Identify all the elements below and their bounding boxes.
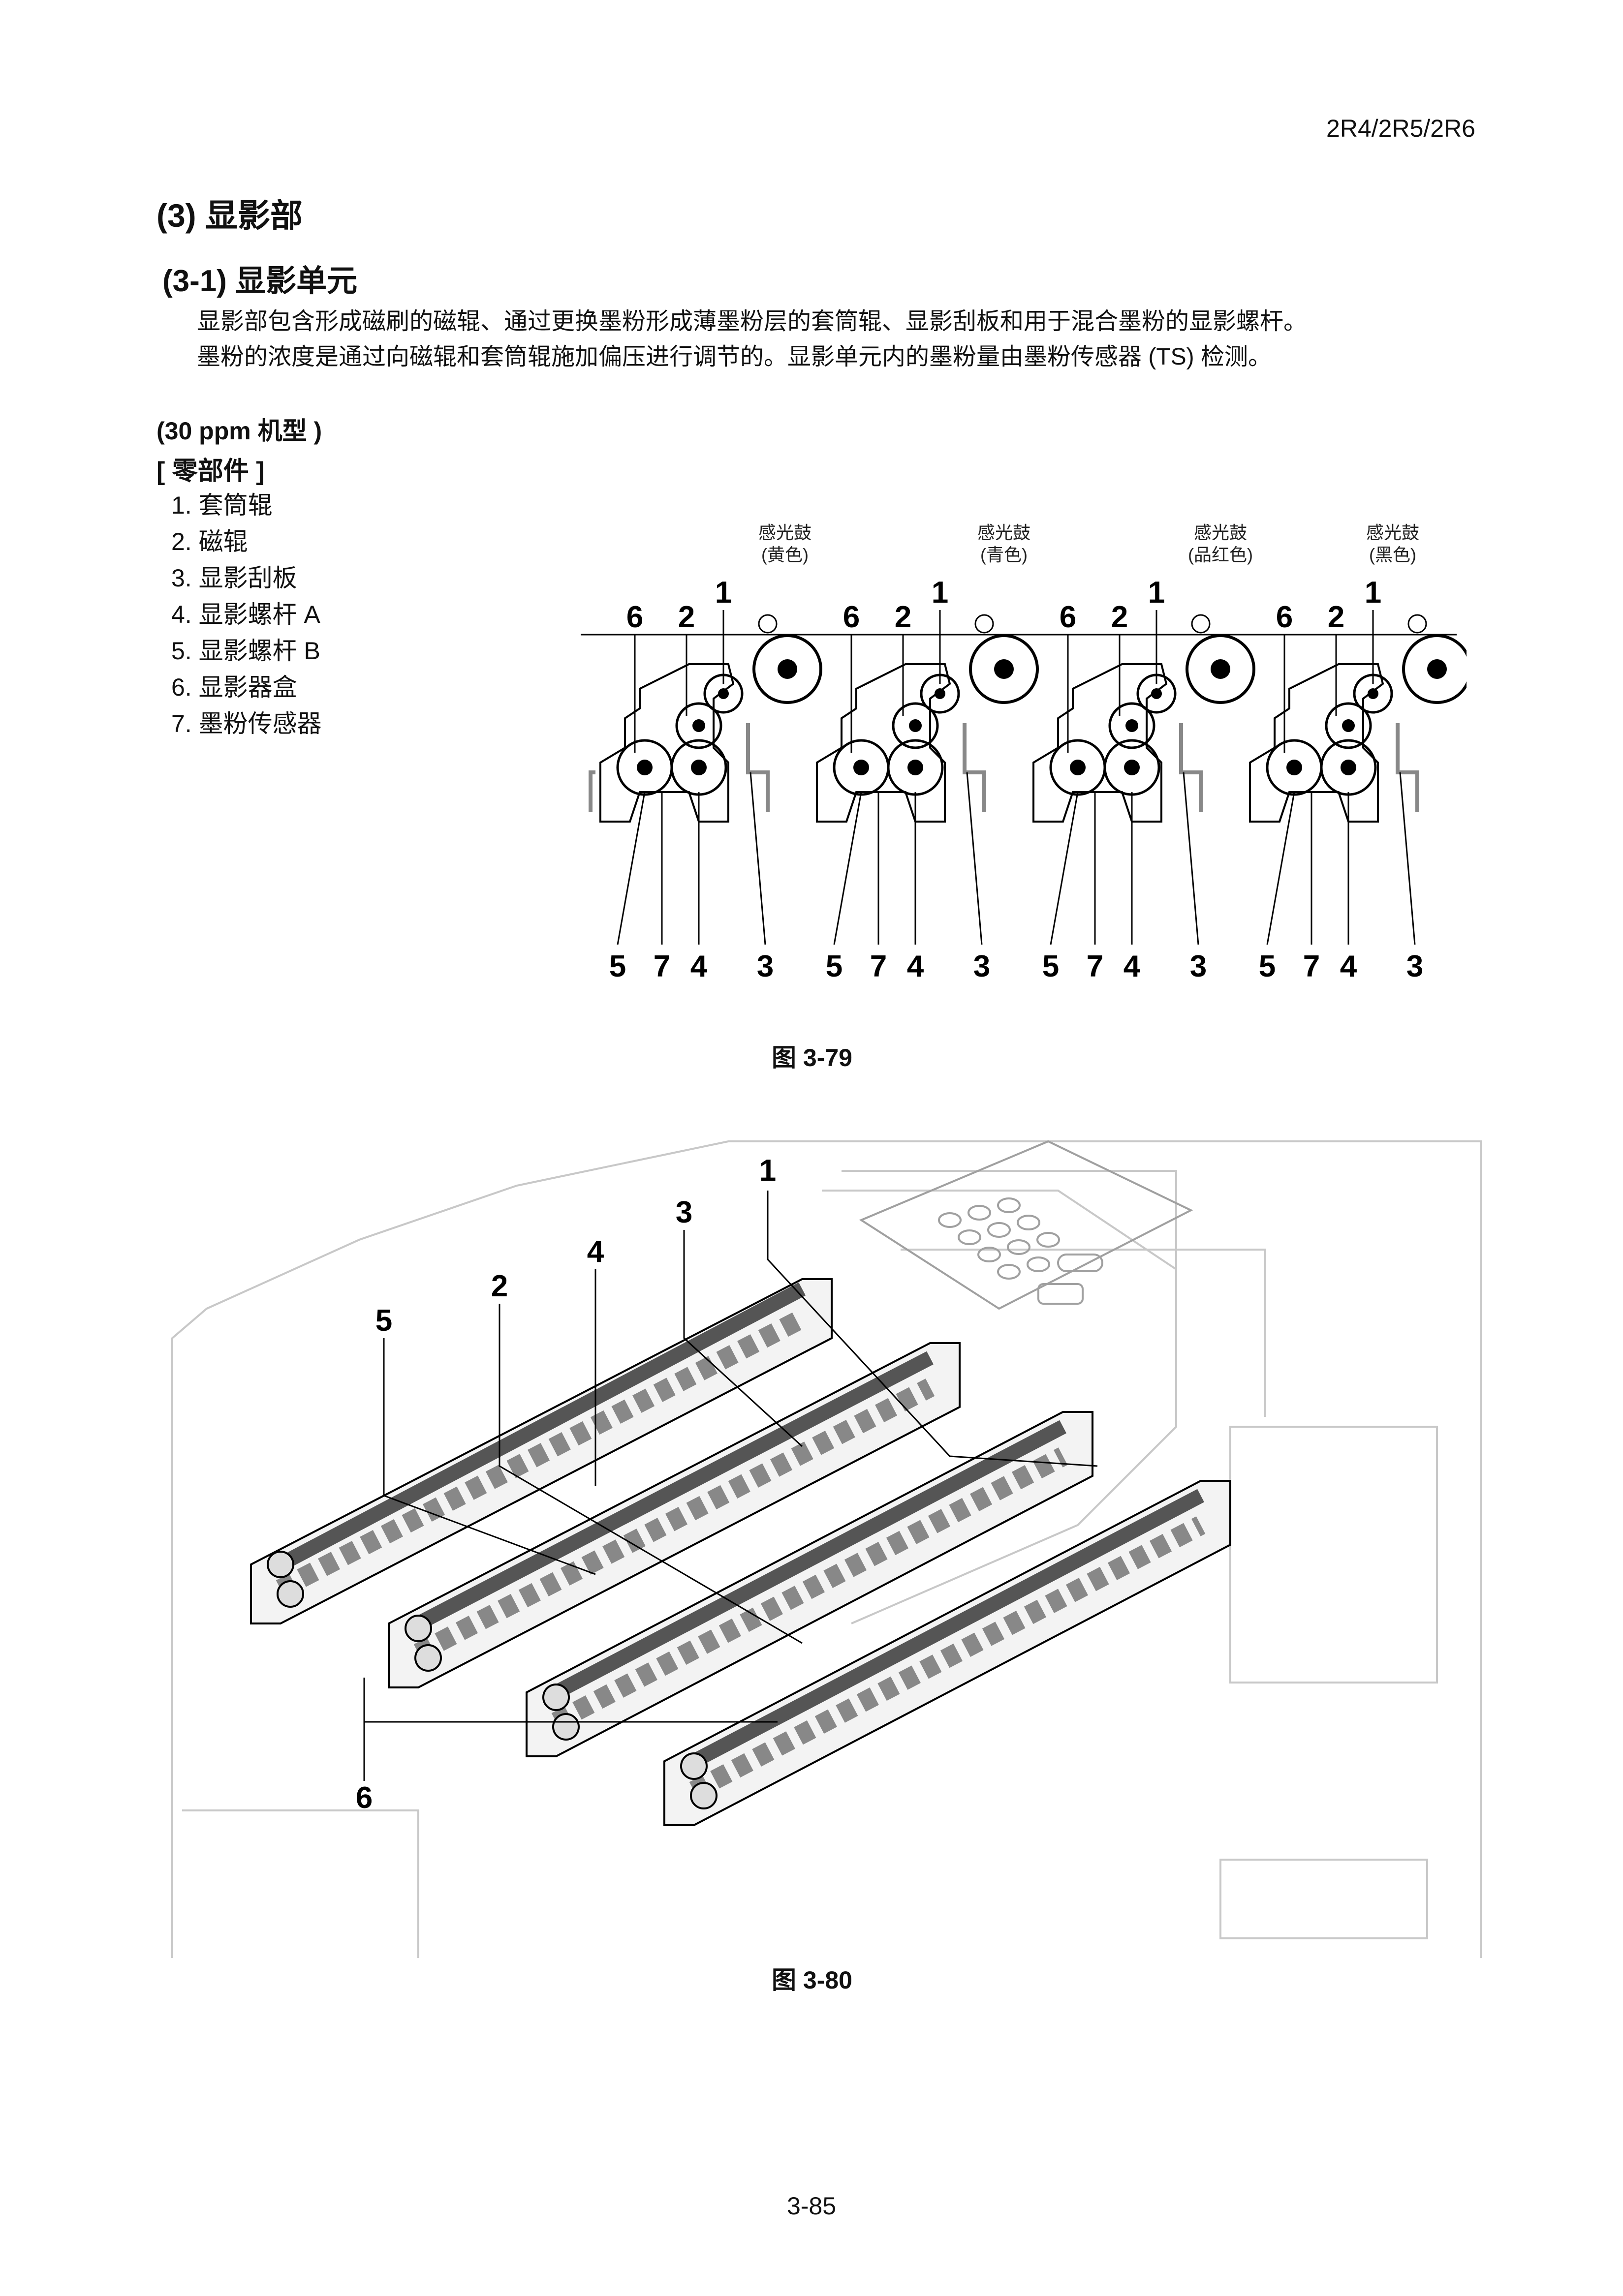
iso-callout-leaders xyxy=(363,1191,1098,1781)
callout-1: 1 xyxy=(715,576,732,610)
parts-list: 1. 套筒辊 2. 磁辊 3. 显影刮板 4. 显影螺杆 A 5. 显影螺杆 B… xyxy=(171,487,322,742)
callout-6: 6 xyxy=(1060,600,1076,634)
description-line-1: 显影部包含形成磁刷的磁辊、通过更换墨粉形成薄墨粉层的套筒辊、显影刮板和用于混合墨… xyxy=(197,308,1308,335)
iso-callout-5: 5 xyxy=(375,1304,392,1338)
callout-1: 1 xyxy=(1365,576,1381,610)
callout-5: 5 xyxy=(1259,949,1276,983)
callout-4: 4 xyxy=(1124,949,1141,983)
callout-3: 3 xyxy=(1190,949,1207,983)
callout-7: 7 xyxy=(1303,949,1320,983)
iso-unit-1 xyxy=(250,1278,833,1624)
developer-unit-black xyxy=(1230,614,1467,823)
iso-developer-units xyxy=(250,1278,1231,1826)
developer-unit-yellow xyxy=(581,614,822,823)
callout-4: 4 xyxy=(690,949,708,983)
callout-2: 2 xyxy=(1111,600,1128,634)
drum-labels: 感光鼓 (黄色) 感光鼓 (青色) 感光鼓 (品红色) 感光鼓 (黑色) xyxy=(758,522,1419,565)
panel-buttons xyxy=(938,1197,1103,1305)
drum-label-magenta-2: (品红色) xyxy=(1188,545,1253,565)
part-item: 7. 墨粉传感器 xyxy=(171,710,322,737)
developer-unit-magenta xyxy=(1014,614,1255,823)
iso-callout-6: 6 xyxy=(356,1781,373,1815)
developer-unit-cyan xyxy=(797,614,1039,823)
callout-5: 5 xyxy=(609,949,626,983)
developer-cross-section-diagram: 感光鼓 (黄色) 感光鼓 (青色) 感光鼓 (品红色) 感光鼓 (黑色) xyxy=(581,522,1467,983)
callout-5: 5 xyxy=(1042,949,1059,983)
callout-1: 1 xyxy=(932,576,948,610)
iso-callout-2: 2 xyxy=(491,1269,508,1303)
callout-1: 1 xyxy=(1148,576,1165,610)
callout-4: 4 xyxy=(1340,949,1357,983)
iso-unit-2 xyxy=(388,1342,961,1688)
callout-3: 3 xyxy=(1406,949,1423,983)
figure-caption-3-79: 图 3-79 xyxy=(772,1044,852,1071)
drum-label-cyan-2: (青色) xyxy=(980,545,1028,565)
part-item: 4. 显影螺杆 A xyxy=(171,601,320,628)
drum-label-magenta-1: 感光鼓 xyxy=(1194,522,1247,543)
drum-label-yellow-1: 感光鼓 xyxy=(758,522,812,543)
iso-unit-4 xyxy=(663,1480,1231,1826)
callout-7: 7 xyxy=(1087,949,1103,983)
bottom-callouts: 5 7 4 3 5 7 4 3 5 7 4 3 5 7 4 3 xyxy=(609,949,1423,983)
callout-2: 2 xyxy=(678,600,695,634)
iso-unit-3 xyxy=(526,1411,1093,1757)
drum-label-black-2: (黑色) xyxy=(1369,545,1416,565)
callout-5: 5 xyxy=(826,949,843,983)
callout-2: 2 xyxy=(895,600,911,634)
callout-6: 6 xyxy=(1276,600,1293,634)
callout-3: 3 xyxy=(757,949,774,983)
callout-6: 6 xyxy=(843,600,860,634)
part-item: 2. 磁辊 xyxy=(171,528,248,555)
printer-outline xyxy=(171,1140,1482,1958)
iso-callouts: 1 3 4 2 5 6 xyxy=(356,1154,776,1815)
callout-3: 3 xyxy=(973,949,990,983)
drum-label-cyan-1: 感光鼓 xyxy=(977,522,1030,543)
iso-callout-4: 4 xyxy=(587,1235,604,1269)
drum-label-yellow-2: (黄色) xyxy=(761,545,809,565)
callout-4: 4 xyxy=(907,949,924,983)
parts-heading: [ 零部件 ] xyxy=(156,457,265,486)
callout-7: 7 xyxy=(870,949,887,983)
part-item: 3. 显影刮板 xyxy=(171,564,297,592)
callout-7: 7 xyxy=(654,949,670,983)
developer-units-isometric-illustration: 1 3 4 2 5 6 xyxy=(171,1140,1482,1958)
part-item: 5. 显影螺杆 B xyxy=(171,637,320,665)
callout-leaders xyxy=(617,610,1416,945)
top-callouts: 6 2 1 6 2 1 6 2 1 6 2 1 xyxy=(626,576,1381,634)
section-title: (3) 显影部 xyxy=(156,197,303,234)
control-panel xyxy=(859,1140,1193,1310)
description-line-2: 墨粉的浓度是通过向磁辊和套筒辊施加偏压进行调节的。显影单元内的墨粉量由墨粉传感器… xyxy=(197,344,1272,370)
page-number: 3-85 xyxy=(786,2192,837,2220)
drum-label-black-1: 感光鼓 xyxy=(1366,522,1419,543)
iso-callout-1: 1 xyxy=(759,1154,776,1188)
subsection-title: (3-1) 显影单元 xyxy=(162,264,358,298)
iso-callout-3: 3 xyxy=(676,1195,692,1229)
part-item: 1. 套筒辊 xyxy=(171,491,273,519)
figure-caption-3-80: 图 3-80 xyxy=(772,1966,852,1994)
document-model-code: 2R4/2R5/2R6 xyxy=(1326,115,1475,142)
part-item: 6. 显影器盒 xyxy=(171,673,297,701)
callout-6: 6 xyxy=(626,600,643,634)
callout-2: 2 xyxy=(1328,600,1344,634)
model-label: (30 ppm 机型 ) xyxy=(156,417,322,445)
